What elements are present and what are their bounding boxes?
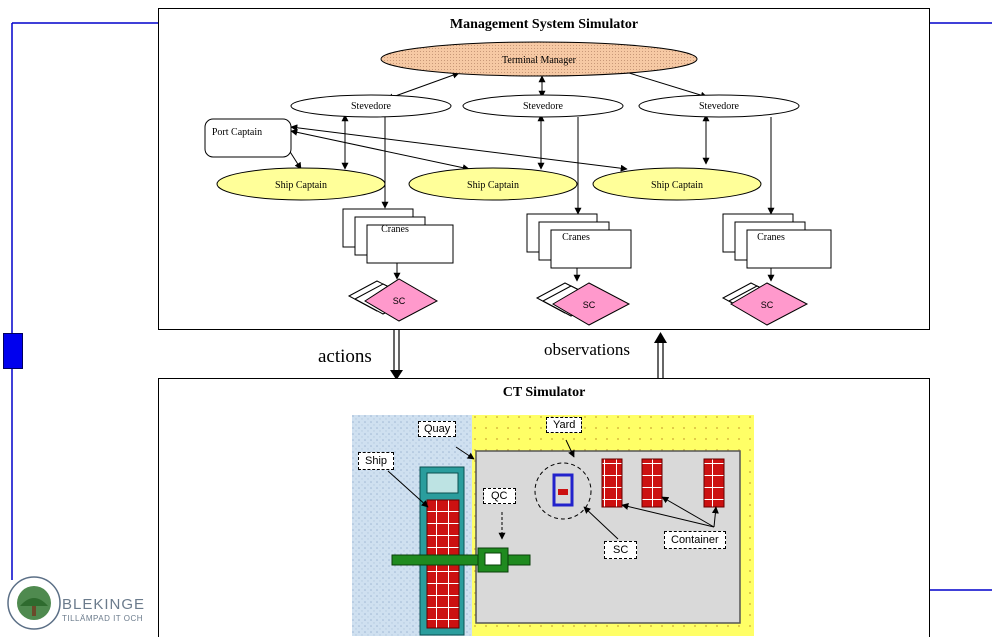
logo-name: BLEKINGE: [62, 596, 146, 613]
sc-label: SC: [583, 300, 596, 310]
stevedore-node: [290, 94, 452, 118]
sc-stack: [347, 278, 439, 322]
ship-captain-node: [216, 167, 386, 201]
yard-container: [703, 458, 725, 508]
stevedore-node: [638, 94, 800, 118]
stevedore-label: Stevedore: [523, 101, 564, 112]
agent-hierarchy: Terminal Manager Stevedore Stevedore Ste…: [204, 41, 832, 326]
connection-arrows: [275, 67, 775, 282]
qc-label: QC: [483, 488, 516, 504]
yard-label: Yard: [546, 417, 583, 433]
cranes-label: Cranes: [381, 224, 409, 235]
stevedore-label: Stevedore: [351, 101, 392, 112]
ship-bridge: [426, 472, 459, 494]
cranes-label: Cranes: [562, 232, 590, 243]
management-panel: Management System Simulator: [158, 8, 930, 330]
terminal-manager-label: Terminal Manager: [502, 55, 577, 66]
cranes-stack: [342, 208, 454, 264]
straddle-carrier: [552, 473, 574, 507]
cranes-stack: [722, 213, 832, 269]
sc-highlight-circle: [534, 462, 592, 520]
management-title: Management System Simulator: [449, 17, 639, 32]
yard-container: [601, 458, 623, 508]
terminal-layout: [352, 415, 754, 636]
terminal-manager-node: [380, 41, 698, 77]
quay-label: Quay: [418, 421, 457, 437]
sc-stack: [721, 282, 809, 326]
ship-captain-node: [592, 167, 762, 201]
ship-label: Ship: [358, 452, 395, 470]
sc-stack: [535, 282, 631, 326]
port-captain-label: Port Captain: [212, 127, 262, 138]
sc-label: SC: [761, 300, 774, 310]
blekinge-logo-seal: [7, 576, 61, 630]
qc-boom: [391, 554, 531, 566]
observations-arrowhead: [654, 332, 667, 343]
container-label: Container: [664, 531, 726, 549]
cranes-label: Cranes: [757, 232, 785, 243]
ct-title: CT Simulator: [502, 385, 586, 400]
observations-label: observations: [544, 340, 630, 359]
yard-container: [641, 458, 663, 508]
ship-captain-label: Ship Captain: [467, 180, 519, 191]
ship-captain-label: Ship Captain: [275, 180, 327, 191]
logo-subtitle: TILLÄMPAD IT OCH: [62, 614, 144, 623]
stevedore-label: Stevedore: [699, 101, 740, 112]
actions-label: actions: [318, 346, 372, 367]
sc-label-box: SC: [604, 541, 638, 559]
ship-captain-label: Ship Captain: [651, 180, 703, 191]
slide-marker: [3, 333, 23, 369]
stevedore-node: [462, 94, 624, 118]
qc-cab: [484, 552, 502, 566]
port-captain-node: [204, 118, 292, 158]
ship-captain-node: [408, 167, 578, 201]
actions-arrowhead: [390, 370, 403, 380]
straddle-carrier-load: [558, 489, 568, 495]
sc-label: SC: [393, 296, 406, 306]
cranes-stack: [526, 213, 632, 269]
